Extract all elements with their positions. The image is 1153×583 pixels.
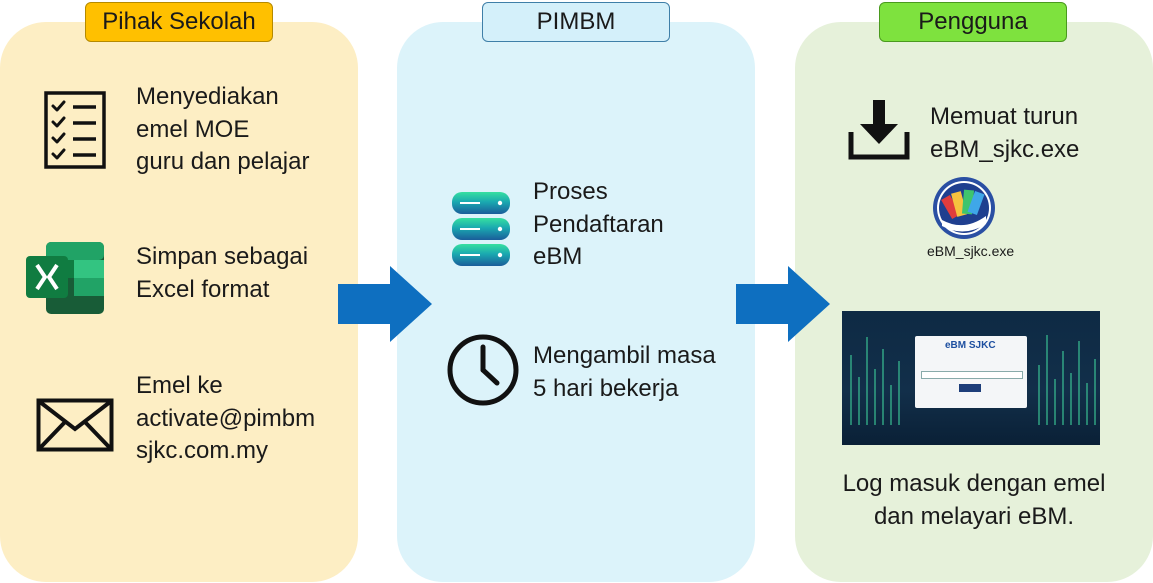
ebm-app-caption: eBM_sjkc.exe [927,243,1015,259]
database-icon [452,192,510,266]
arrow-pimbm-to-user [736,266,830,342]
login-button [959,384,981,392]
login-logo: eBM SJKC [945,340,996,351]
login-screenshot: eBM SJKC [842,311,1100,445]
excel-icon [26,242,104,314]
ebm-app-icon [933,177,995,239]
login-card: eBM SJKC [915,336,1027,408]
pimbm-tag: PIMBM [482,2,670,42]
user-panel [795,22,1153,582]
download-icon [848,100,910,160]
user-tag: Pengguna [879,2,1067,42]
checklist-icon [44,91,106,169]
envelope-icon [36,398,114,452]
clock-icon [447,334,519,406]
login-email-field [921,371,1023,379]
arrow-school-to-pimbm [338,266,432,342]
pimbm-panel [397,22,755,582]
school-tag: Pihak Sekolah [85,2,273,42]
